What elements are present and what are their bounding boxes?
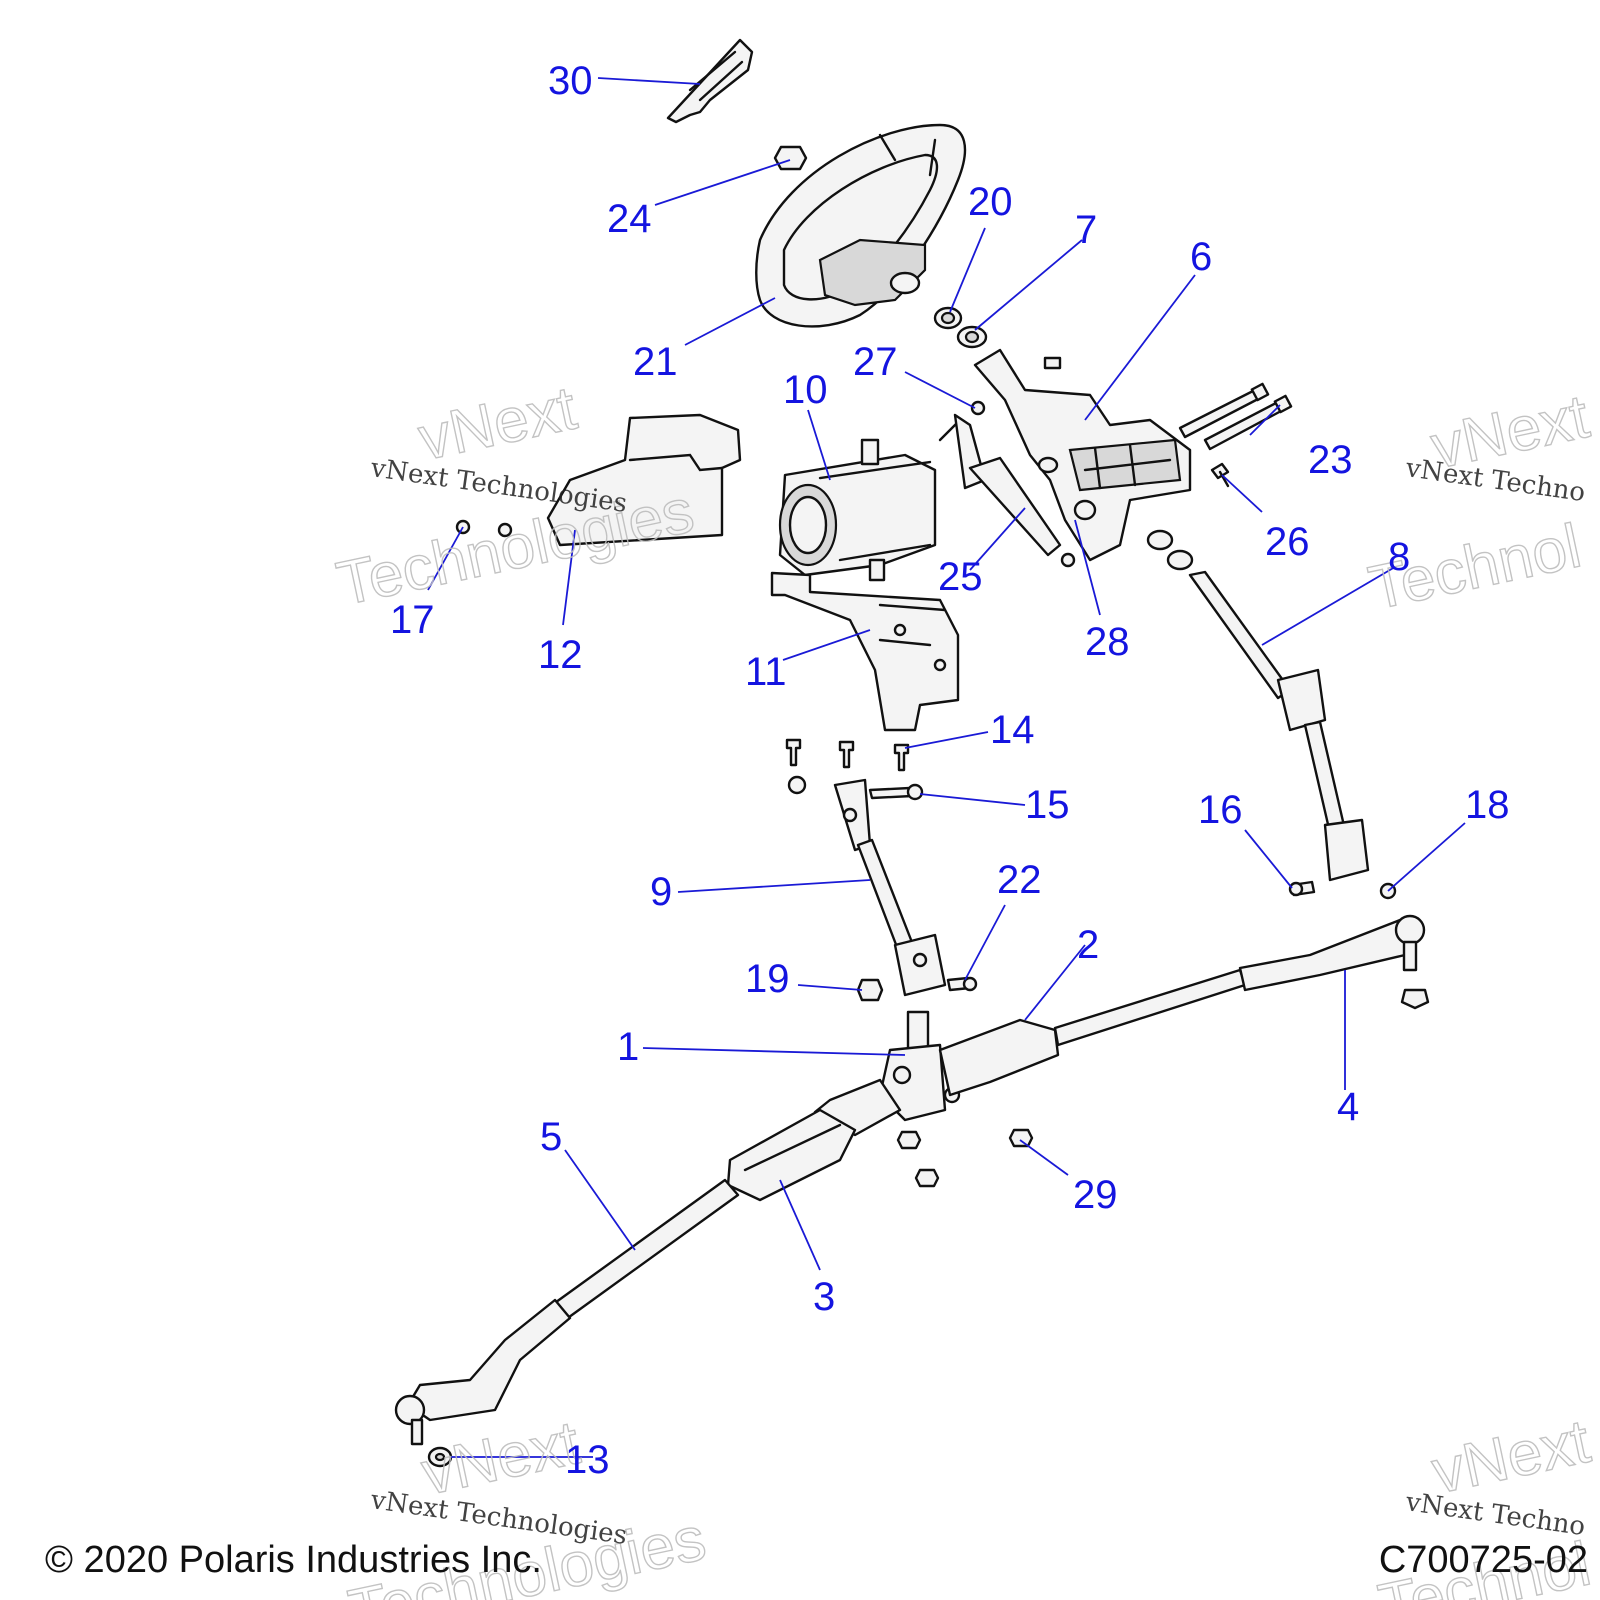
part-22-bolt <box>946 976 978 992</box>
part-2-rack-boot-right <box>938 968 1247 1097</box>
callout-4: 4 <box>1337 1085 1359 1129</box>
callout-29: 29 <box>1073 1173 1118 1217</box>
drawing-code: C700725-02 <box>1379 1539 1588 1581</box>
part-24-nut <box>773 145 808 171</box>
callout-18: 18 <box>1465 783 1510 827</box>
part-23-bolts <box>1178 382 1293 451</box>
callout-23: 23 <box>1308 438 1353 482</box>
watermark-ghost-bottom-line1: vNext <box>416 1408 585 1508</box>
part-15-bolt <box>868 783 924 801</box>
callout-19: 19 <box>745 957 790 1001</box>
part-29-nuts <box>896 1128 1034 1188</box>
callout-3: 3 <box>813 1275 835 1319</box>
callout-9: 9 <box>650 870 672 914</box>
callout-25: 25 <box>938 555 983 599</box>
part-14-nut <box>787 775 807 795</box>
callout-12: 12 <box>538 633 583 677</box>
part-6-column-bracket <box>973 348 1192 562</box>
callout-27: 27 <box>853 340 898 384</box>
watermark-script-left-top: vNext Technologies <box>368 453 629 519</box>
part-4-tie-rod-right <box>1238 914 1430 1010</box>
callout-5: 5 <box>540 1115 562 1159</box>
part-10-eps-unit <box>778 438 937 582</box>
part-12-cover <box>546 413 742 547</box>
part-25-gas-strut <box>938 413 1076 568</box>
callout-28: 28 <box>1085 620 1130 664</box>
callout-11: 11 <box>745 650 787 694</box>
part-8-upper-shaft <box>1146 529 1370 882</box>
callout-2: 2 <box>1077 923 1099 967</box>
callout-14: 14 <box>990 708 1035 752</box>
part-3-rack-boot-left <box>726 1078 902 1202</box>
callout-10: 10 <box>783 368 828 412</box>
callout-22: 22 <box>997 858 1042 902</box>
part-30-emblem <box>666 38 754 124</box>
callout-26: 26 <box>1265 520 1310 564</box>
callout-8: 8 <box>1388 535 1410 579</box>
callout-1: 1 <box>617 1025 639 1069</box>
callout-16: 16 <box>1198 788 1243 832</box>
part-27-nut <box>970 400 986 416</box>
part-28-bushing <box>1073 499 1097 521</box>
callout-24: 24 <box>607 197 652 241</box>
part-26-bolt <box>1210 462 1230 488</box>
callout-7: 7 <box>1075 208 1097 252</box>
callout-13: 13 <box>565 1438 610 1482</box>
callout-20: 20 <box>968 180 1013 224</box>
callout-21: 21 <box>633 340 678 384</box>
part-11-mount-bracket <box>770 571 960 732</box>
part-21-steering-wheel <box>755 123 967 328</box>
copyright-text: © 2020 Polaris Industries Inc. <box>45 1539 542 1581</box>
part-7-bearing <box>956 325 988 349</box>
callout-30: 30 <box>548 59 593 103</box>
part-9-intermediate-shaft <box>833 778 947 997</box>
part-5-tie-rod-left <box>394 1178 740 1446</box>
footer: © 2020 Polaris Industries Inc. C700725-0… <box>45 1539 1588 1581</box>
callout-labels: 30 24 21 20 7 6 27 10 23 26 25 28 8 17 1… <box>390 59 1510 1482</box>
parts-artwork <box>394 38 1430 1468</box>
watermark-ghost-line1: vNext <box>413 374 582 474</box>
part-14-bolts <box>785 738 910 772</box>
part-16-bolt <box>1288 880 1316 897</box>
part-20-bushing <box>933 306 963 330</box>
callout-17: 17 <box>390 598 435 642</box>
leader-lines <box>427 77 1466 1458</box>
callout-15: 15 <box>1025 783 1070 827</box>
callout-6: 6 <box>1190 235 1212 279</box>
watermark-right-ghost-bottom-line1: vNext <box>1426 1407 1595 1507</box>
